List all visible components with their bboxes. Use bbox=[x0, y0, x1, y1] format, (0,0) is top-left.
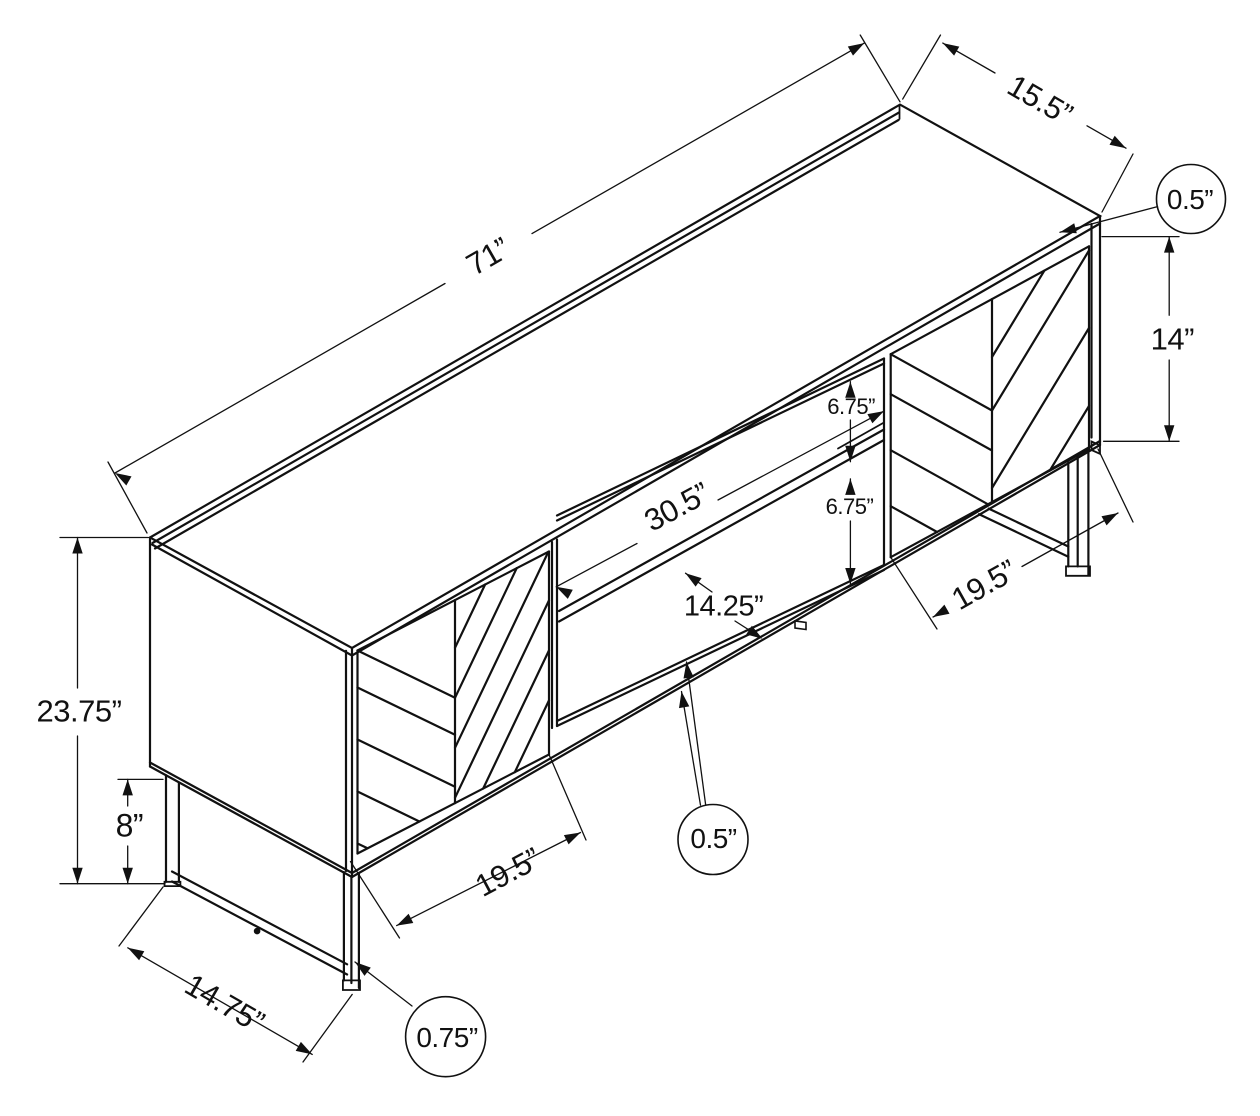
svg-text:6.75”: 6.75” bbox=[826, 494, 874, 519]
svg-text:14.25”: 14.25” bbox=[684, 591, 763, 623]
svg-text:19.5”: 19.5” bbox=[469, 841, 546, 904]
svg-text:14.75”: 14.75” bbox=[179, 967, 270, 1040]
svg-text:0.5”: 0.5” bbox=[690, 823, 736, 854]
svg-text:15.5”: 15.5” bbox=[1002, 68, 1079, 132]
svg-text:71”: 71” bbox=[460, 230, 515, 282]
svg-text:8”: 8” bbox=[116, 808, 143, 844]
svg-text:23.75”: 23.75” bbox=[37, 693, 122, 728]
svg-text:14”: 14” bbox=[1151, 321, 1194, 356]
svg-text:6.75”: 6.75” bbox=[827, 394, 875, 419]
svg-text:19.5”: 19.5” bbox=[946, 553, 1023, 617]
svg-text:0.75”: 0.75” bbox=[416, 1022, 477, 1053]
svg-text:0.5”: 0.5” bbox=[1167, 184, 1213, 215]
